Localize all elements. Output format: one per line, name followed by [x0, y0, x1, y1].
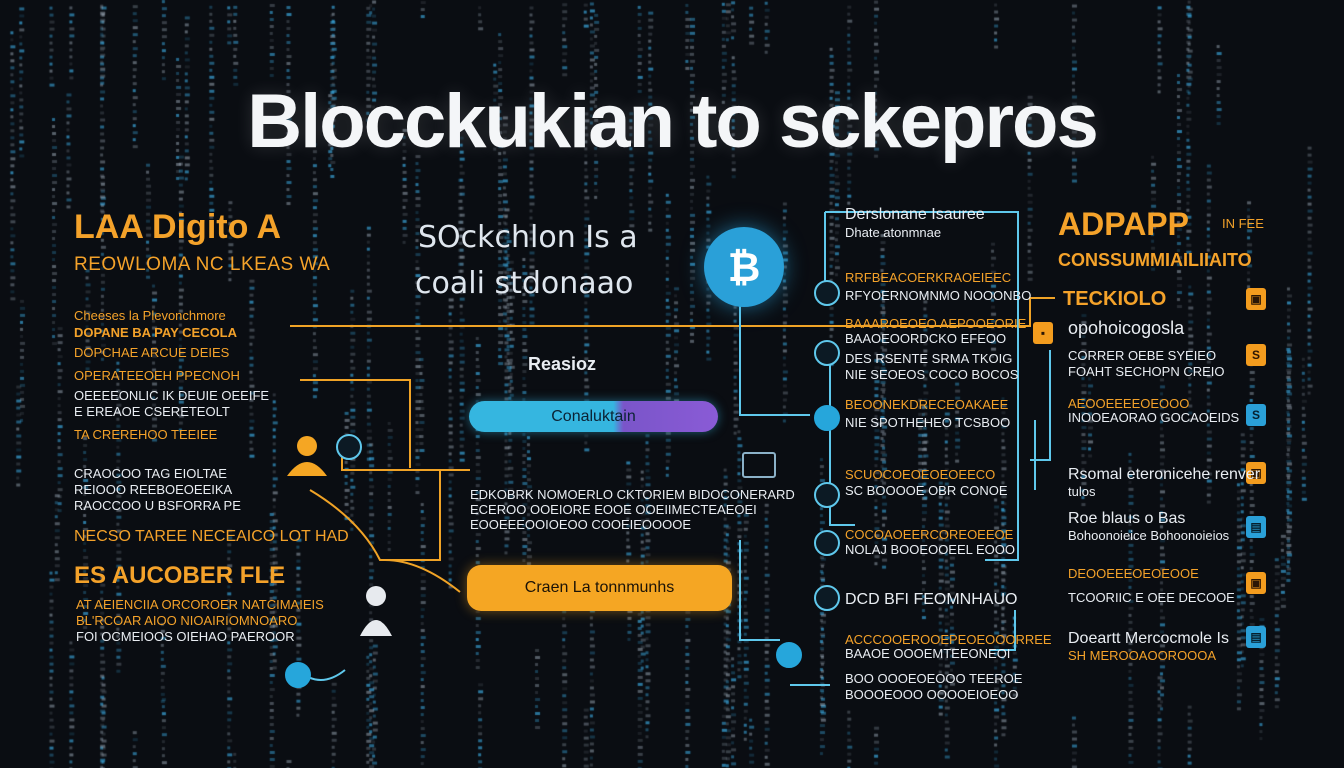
left-block2-line2: OEEEEONLIC IK DEUIE OEEIFE [74, 388, 270, 403]
right-heading3: TECKIOLO [1063, 288, 1167, 310]
node-icon-6 [814, 585, 840, 611]
mr-item5-sub: NIE SPOTHEHEO TCSBOO [845, 415, 1011, 430]
mr-item5-title: BEOONEKDRECEOAKAEE [845, 397, 1009, 412]
left-block1-line1: Cheeses la Plevonchmore [74, 308, 226, 323]
right-item3-sub: tulos [1068, 484, 1096, 499]
left-heading3: ES AUCOBER FLE [74, 562, 286, 589]
right-item5-title: DEOOEEEOEOEOOE [1068, 566, 1199, 581]
node-icon-7 [776, 642, 802, 668]
page-title: Blocckukian to sckepros [247, 79, 1098, 164]
left-block3-line3: REIOOO REEBOEOEEIKA [74, 482, 233, 497]
screen-icon [742, 452, 776, 478]
mr-item10-sub: BOOOEOOO OOOOEIOEOO [845, 687, 1019, 702]
right-item1-title: CORRER OEBE SYEIEO [1068, 348, 1217, 363]
mr-item6-title: SCUOCOEOEOEOEECO [845, 467, 996, 482]
mr-item2-sub: RFYOERNOMNMO NOOONBO [845, 288, 1032, 303]
node-icon-2 [814, 340, 840, 366]
left-node-icon [336, 434, 362, 460]
mr-item7-title: COCOAOEERCOREOEEOE [845, 527, 1014, 542]
mr-item4-title: DES RSENTE SRMA TKOIG [845, 351, 1013, 366]
right-subheading: CONSSUMMIAILIIAITO [1058, 250, 1252, 270]
mr-item1-sub: Dhate atonmnae [845, 225, 942, 240]
doc-icon-2: S [1246, 344, 1266, 366]
left-block1-line3: DOPCHAE ARCUE DEIES [74, 345, 230, 360]
node-icon-5 [814, 530, 840, 556]
left-block2-line3: E EREAOE CSERETEOLT [74, 404, 230, 419]
left-block3-line2: CRAOCOO TAG EIOLTAE [74, 466, 227, 481]
center-bullet-3: EOOEEEOOIOEOO COOEIEOOOOE [470, 517, 692, 532]
doc-icon-5: ▤ [1246, 516, 1266, 538]
mr-item9-title: ACCCOOEROOEPEOEOOORREE [845, 632, 1052, 647]
node-icon-1 [814, 280, 840, 306]
center-bullet-2: ECEROO OOEIORE EOOE OOEIIMECTEAEOEI [470, 502, 757, 517]
left-block4: NECSO TAREE NECEAICO LOT HAD [74, 528, 349, 545]
mr-item10-title: BOO OOOEOEOOO TEEROE [845, 671, 1023, 686]
right-item2-sub: INOOEAORAO GOCAOEIDS [1068, 410, 1240, 425]
right-heading-tag: IN FEE [1222, 216, 1264, 231]
left-block1-line2: DOPANE BA PAY CECOLA [74, 325, 238, 340]
left-block5-line3: FOI OCMEIOOS OIEHAO PAEROOR [76, 629, 295, 644]
center-label: Reasioz [528, 354, 597, 374]
right-item4-title: Roe blaus o Bas [1068, 510, 1186, 527]
create-button[interactable]: Craen La tonnmunhs [467, 565, 732, 611]
mr-item7-sub: NOLAJ BOOEOOEEL EOOO [845, 542, 1016, 557]
left-block5-line1: AT AEIENCIIA ORCOROER NATCIMAIEIS [76, 597, 324, 612]
left-block3-line4: RAOCCOO U BSFORRA PE [74, 498, 241, 513]
mr-item8-title: DCD BFI FEOMNHAUO [845, 591, 1018, 608]
doc-icon-7: ▤ [1246, 626, 1266, 648]
user-icon [287, 436, 327, 476]
right-item4-sub: Bohoonoieice Bohoonoieios [1068, 528, 1230, 543]
center-line2: coali stdonaao [415, 266, 634, 301]
left-block2-line1: OPERATEEOEH PPECNOH [74, 368, 240, 383]
contract-button[interactable]: Conaluktain [469, 401, 718, 432]
right-heading3-sub: opohoicogosla [1068, 318, 1185, 338]
right-item6-sub: SH MEROOAOOROOOA [1068, 648, 1217, 663]
mr-item2-title: RRFBEACOERKRAOEIEEC [845, 270, 1012, 285]
bitcoin-icon: ₿ [704, 227, 784, 307]
mr-item1-title: Derslonane Isauree [845, 206, 985, 223]
node-icon-3 [814, 405, 840, 431]
right-item3-title: Rsomal eteronicehe renver [1068, 466, 1261, 483]
left-subheading: REOWLOMA NC LKEAS WA [74, 254, 331, 275]
speaker-icon [360, 586, 392, 636]
mr-item3-title: BAAAROEOEO AEPOOEORIE [845, 316, 1027, 331]
left-block5-line2: BL'RCOAR AIOO NIOAIRIOMNOARO [76, 613, 298, 628]
svg-text:₿: ₿ [728, 245, 761, 291]
left-heading: LAA Digito A [74, 208, 282, 246]
right-item1-sub: FOAHT SECHOPN CREIO [1068, 364, 1225, 379]
doc-icon-4: ▣ [1246, 462, 1266, 484]
right-item5-sub: TCOORIIC E OEE DECOOE [1068, 590, 1235, 605]
doc-icon-6: ▣ [1246, 572, 1266, 594]
center-bullet-1: EDKOBRK NOMOERLO CKTORIEM BIDOCONERARD [470, 487, 795, 502]
right-item2-title: AEOOEEEEOEOOO [1068, 396, 1190, 411]
right-item6-title: Doeartt Mercocmole Is [1068, 630, 1229, 647]
right-heading: ADPAPP [1058, 206, 1189, 242]
doc-icon-1: ▣ [1246, 288, 1266, 310]
mr-item3-sub: BAAOEOORDCKO EFEOO [845, 331, 1007, 346]
center-line1: SOckchlon Is a [418, 220, 638, 255]
mr-item6-sub: SC BOOOOE OBR CONOE [845, 483, 1008, 498]
doc-icon-3: S [1246, 404, 1266, 426]
bottom-left-node [285, 662, 311, 688]
mr-item4-sub: NIE SEOEOS COCO BOCOS [845, 367, 1019, 382]
orange-badge-icon: ▪ [1033, 322, 1053, 344]
left-block3-line1: TA CREREHOO TEEIEE [74, 427, 218, 442]
node-icon-4 [814, 482, 840, 508]
mr-item9-sub: BAAOE OOOEMTEEONEOI [845, 646, 1011, 661]
